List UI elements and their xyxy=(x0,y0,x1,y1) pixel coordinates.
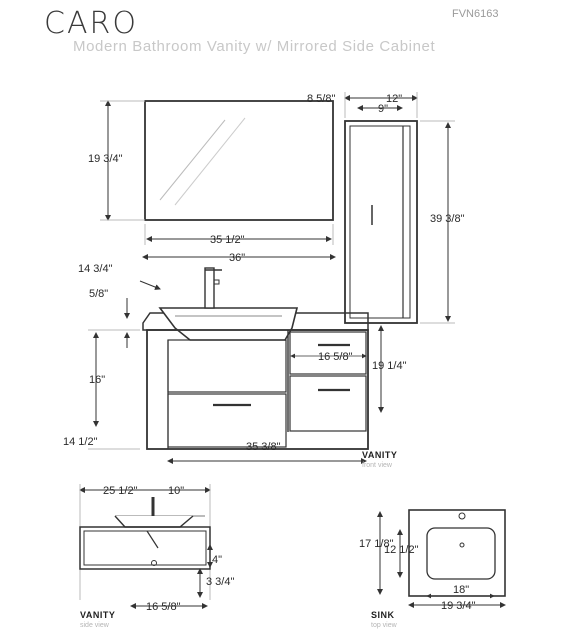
countertop xyxy=(142,312,369,331)
side-view-subtitle: side view xyxy=(80,622,110,629)
side-depth-label: 25 1/2" xyxy=(103,485,138,497)
overall-width-label: 36" xyxy=(229,252,245,264)
side-cabinet-depth-label: 8 5/8" xyxy=(307,93,335,105)
mirror-height-label: 19 3/4" xyxy=(88,153,123,165)
mirror-width-label: 35 1/2" xyxy=(210,234,245,246)
vessel-sink xyxy=(158,307,299,341)
side-drawer-width-label: 16 5/8" xyxy=(146,601,181,613)
sink-basin xyxy=(426,527,496,580)
wall-to-bottom-label: 14 1/2" xyxy=(63,436,98,448)
front-view-title: VANITY xyxy=(362,450,397,460)
side-drawer-height-label: 4" xyxy=(212,554,222,566)
side-view-title: VANITY xyxy=(80,610,115,620)
side-cabinet-height-label: 39 3/8" xyxy=(430,213,465,225)
mirror-glare-line xyxy=(174,117,246,206)
faucet-height-label: 14 3/4" xyxy=(78,263,113,275)
sink-depth-label: 17 1/8" xyxy=(359,538,394,550)
front-view-subtitle: front view xyxy=(362,462,393,469)
side-cabinet-width-label: 12" xyxy=(386,93,402,105)
vanity-cabinet xyxy=(146,329,369,450)
side-view-cabinet xyxy=(79,526,211,570)
mirror xyxy=(144,100,334,221)
sink-view-title: SINK xyxy=(371,610,395,620)
vanity-height-label: 16" xyxy=(89,374,105,386)
sink-basin-depth-label: 12 1/2" xyxy=(384,544,419,556)
vanity-width-label: 35 3/8" xyxy=(246,441,281,453)
product-title: CARO xyxy=(44,6,138,41)
faucet xyxy=(204,267,215,309)
product-subtitle: Modern Bathroom Vanity w/ Mirrored Side … xyxy=(73,38,436,55)
mirror-glare-line xyxy=(159,119,226,201)
side-sink-depth-label: 10" xyxy=(168,485,184,497)
sink-width-label: 19 3/4" xyxy=(441,600,476,612)
sink-basin-width-label: 18" xyxy=(453,584,469,596)
model-number: FVN6163 xyxy=(452,8,499,20)
side-view-sink xyxy=(114,515,194,528)
side-cabinet-inner-label: 9" xyxy=(378,103,388,115)
side-cabinet xyxy=(344,120,418,324)
countertop-thickness-label: 5/8" xyxy=(89,288,108,300)
drawer-width-label: 16 5/8" xyxy=(318,351,353,363)
side-cabinet-floor-label: 19 1/4" xyxy=(372,360,407,372)
side-bottom-label: 3 3/4" xyxy=(206,576,234,588)
sink-view-subtitle: top view xyxy=(371,622,398,629)
